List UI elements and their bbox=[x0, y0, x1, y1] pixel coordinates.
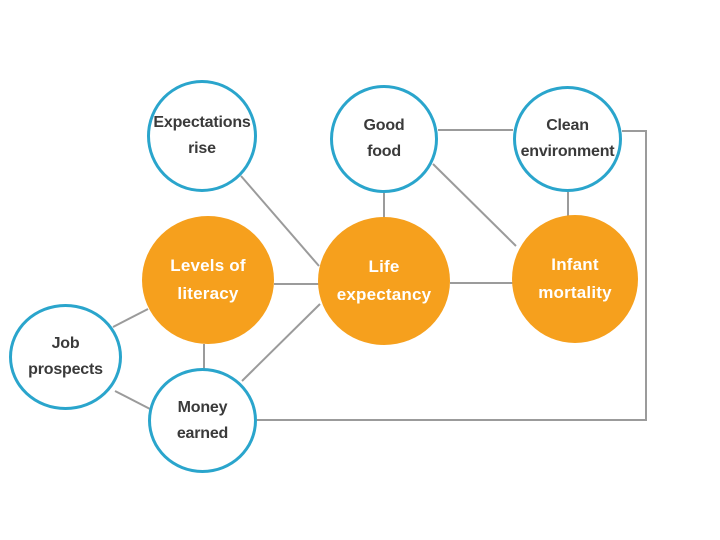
node-levels-of-literacy-label-line2: literacy bbox=[177, 284, 239, 303]
node-expectations-rise-label-line2: rise bbox=[188, 140, 216, 157]
node-money-earned-label-line1: Money bbox=[177, 398, 228, 416]
node-levels-of-literacy-label-line1: Levels of bbox=[170, 255, 246, 275]
node-expectations-rise: Expectations rise bbox=[147, 80, 257, 192]
node-clean-environment-label-line2: environment bbox=[520, 143, 615, 160]
edge-job-prospects--levels-of-literacy bbox=[112, 308, 149, 328]
node-good-food-label-line2: food bbox=[367, 143, 401, 160]
node-life-expectancy: Life expectancy bbox=[318, 217, 450, 345]
node-expectations-rise-label-line1: Expectations bbox=[153, 114, 251, 132]
node-money-earned-label-line2: earned bbox=[176, 424, 229, 442]
node-infant-mortality-label-line2: mortality bbox=[538, 283, 612, 302]
node-levels-of-literacy: Levels of literacy bbox=[142, 216, 274, 344]
node-life-expectancy-label-line2: expectancy bbox=[336, 285, 432, 304]
node-clean-environment: Clean environment bbox=[513, 86, 622, 192]
node-job-prospects-label-line1: Job bbox=[51, 335, 80, 353]
node-infant-mortality-label-line1: Infant bbox=[551, 254, 599, 274]
node-job-prospects: Job prospects bbox=[9, 304, 122, 410]
node-job-prospects-label-line2: prospects bbox=[28, 361, 103, 378]
node-good-food-label-line1: Good bbox=[363, 117, 405, 135]
node-money-earned: Money earned bbox=[148, 368, 257, 473]
edge-job-prospects--money-earned bbox=[114, 390, 153, 411]
node-clean-environment-label-line1: Clean bbox=[546, 117, 589, 135]
edge-good-food--infant-mortality bbox=[432, 163, 517, 247]
node-good-food: Good food bbox=[330, 85, 438, 193]
node-infant-mortality: Infant mortality bbox=[512, 215, 638, 343]
edge-clean-environment--money-earned bbox=[257, 130, 647, 421]
edge-money-earned--life-expectancy bbox=[241, 303, 321, 382]
node-life-expectancy-label-line1: Life bbox=[368, 256, 400, 276]
edge-expectations-rise--life-expectancy bbox=[240, 175, 320, 267]
